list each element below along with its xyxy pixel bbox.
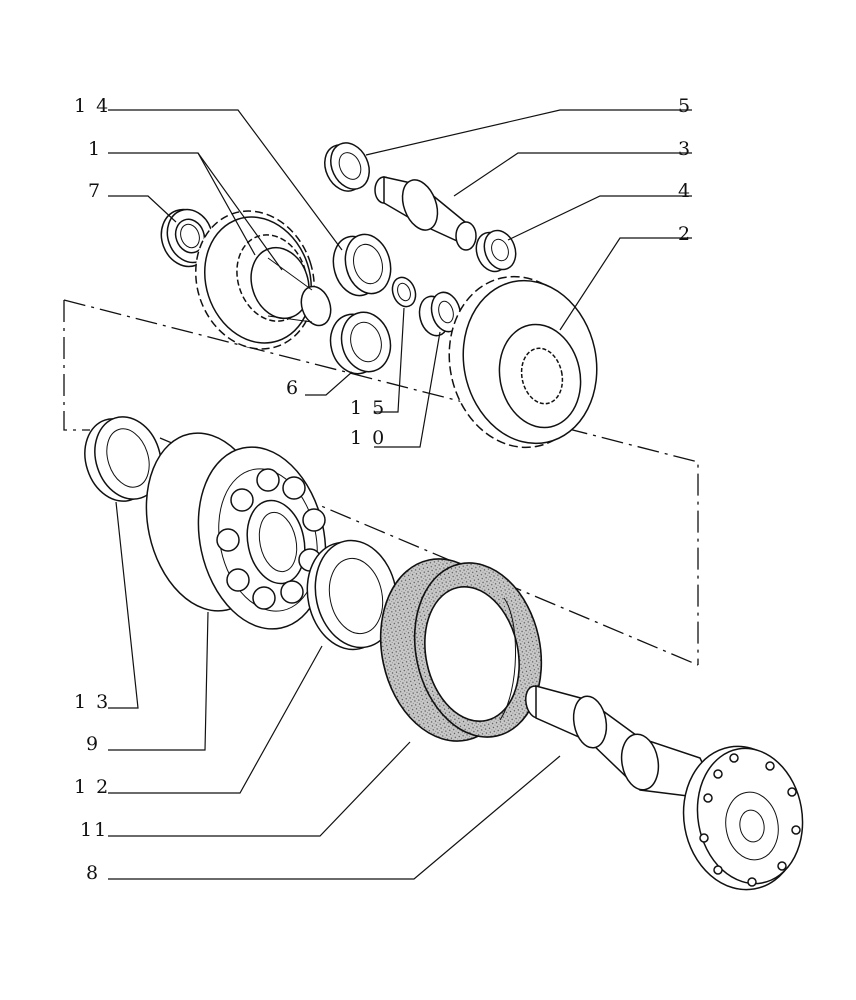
callout-1: 1 <box>88 138 102 160</box>
roller-bearing-part-9 <box>145 432 327 630</box>
bearing-part-5 <box>324 142 370 192</box>
circlip-part-15 <box>391 276 417 308</box>
callout-7: 7 <box>88 180 102 202</box>
leader-lines <box>108 109 692 880</box>
bearing-part-6 <box>329 311 392 375</box>
bushing-part-14 <box>332 233 392 297</box>
bearing-rollers <box>216 468 326 610</box>
callout-15: 1 5 <box>350 397 386 419</box>
ring-part-13 <box>84 416 162 502</box>
callout-6: 6 <box>286 377 300 399</box>
friction-ring-part-11 <box>379 558 543 742</box>
bearing-part-10 <box>418 291 462 337</box>
callout-5: 5 <box>678 95 692 117</box>
callout-3: 3 <box>678 138 692 160</box>
callout-2: 2 <box>678 223 692 245</box>
callout-10: 1 0 <box>350 427 386 449</box>
output-shaft-part-8 <box>525 685 804 891</box>
callout-14: 1 4 <box>74 95 110 117</box>
bearing-part-4 <box>475 229 517 273</box>
callout-labels: 1 4 1 7 5 3 4 2 6 1 5 1 0 1 3 9 1 2 11 8 <box>74 95 692 884</box>
double-gear-part-1 <box>194 210 332 350</box>
callout-12: 1 2 <box>74 776 110 798</box>
pinion-shaft-part-3 <box>374 176 477 251</box>
assembly-boundary <box>63 299 699 666</box>
callout-9: 9 <box>86 733 100 755</box>
callout-8: 8 <box>86 862 100 884</box>
large-gear-part-2 <box>448 275 598 449</box>
callout-13: 1 3 <box>74 691 110 713</box>
flange-bolt-holes <box>699 753 801 887</box>
callout-4: 4 <box>678 180 692 202</box>
callout-11: 11 <box>80 819 108 841</box>
